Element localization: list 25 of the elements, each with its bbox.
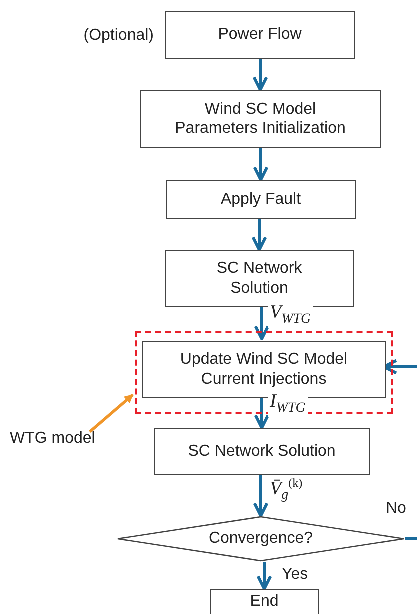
- highlight-region: [135, 331, 393, 414]
- box-text: Update Wind SC Model Current Injections: [179, 350, 349, 389]
- process-box: [166, 180, 356, 219]
- process-box: [154, 428, 370, 475]
- annotation-text: WTG model: [10, 428, 130, 450]
- box-text: SC Network Solution: [188, 442, 336, 462]
- leader-arrow: [89, 394, 134, 434]
- flow-arrow: [252, 59, 268, 92]
- box-text: Convergence?: [208, 529, 314, 549]
- decision-diamond: [117, 516, 405, 562]
- process-box: [140, 90, 381, 148]
- box-text: Apply Fault: [220, 190, 302, 210]
- box-text: End: [250, 592, 279, 612]
- box-text: Power Flow: [218, 25, 302, 45]
- flow-arrow: [252, 219, 268, 252]
- terminal-box: [210, 589, 319, 614]
- flow-arrow: [254, 396, 270, 430]
- flow-arrow: [254, 307, 270, 340]
- process-box: [165, 250, 354, 307]
- box-text: SC Network Solution: [216, 259, 304, 298]
- side-note: (Optional): [84, 26, 154, 46]
- flow-arrow: [253, 475, 269, 518]
- flow-arrow: [256, 562, 272, 590]
- box-text: Wind SC Model Parameters Initialization: [174, 100, 347, 138]
- flow-arrow: [253, 148, 269, 182]
